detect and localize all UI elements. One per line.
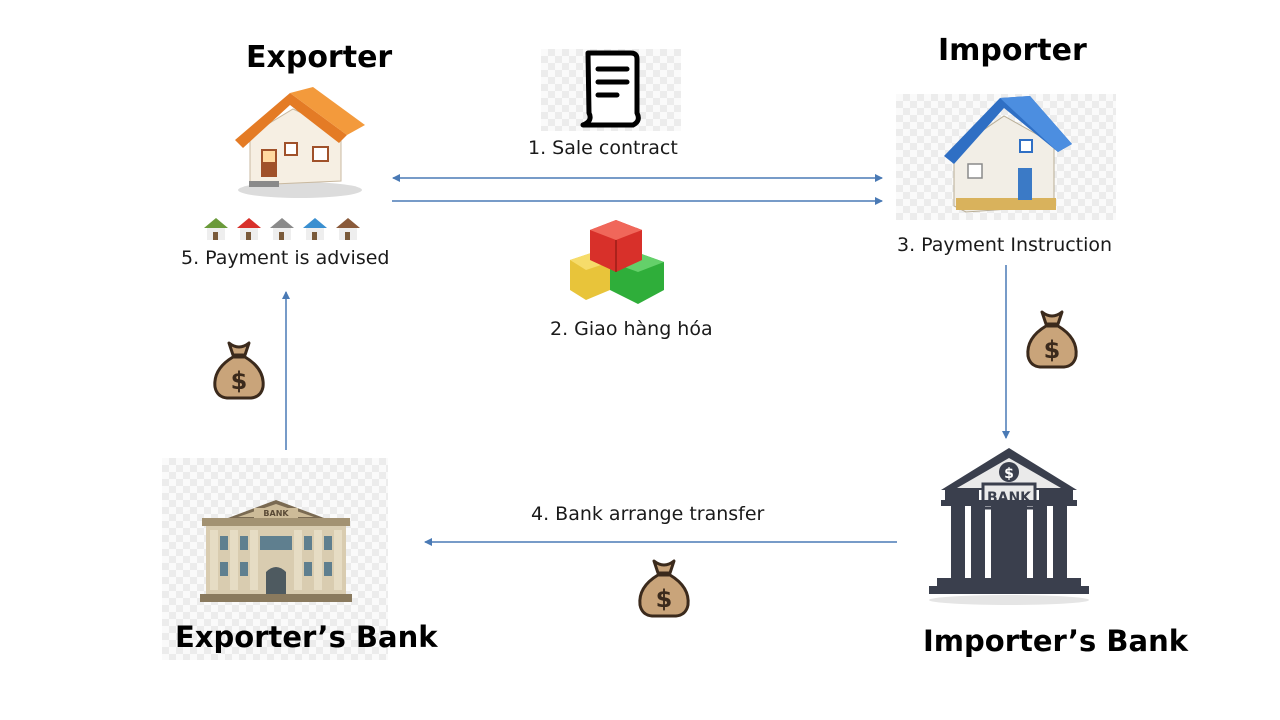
step3-label: 3. Payment Instruction xyxy=(897,234,1113,256)
goods-boxes-icon xyxy=(566,216,666,306)
step4-label: 4. Bank arrange transfer xyxy=(531,503,765,525)
svg-text:$: $ xyxy=(656,585,673,613)
importer-title: Importer xyxy=(938,33,1087,68)
contract-document-icon xyxy=(541,49,681,131)
bank-dollar-icon: $ BANK xyxy=(925,444,1093,608)
money-bag-icon: $ xyxy=(1024,308,1080,370)
step5-label: 5. Payment is advised xyxy=(181,247,390,269)
money-bag-icon: $ xyxy=(636,557,692,619)
small-houses-icon xyxy=(202,216,368,244)
svg-text:$: $ xyxy=(1044,336,1061,364)
house-blue-roof-icon xyxy=(896,94,1116,220)
bank-building-icon: BANK xyxy=(196,496,356,604)
money-bag-icon: $ xyxy=(211,339,267,401)
step1-label: 1. Sale contract xyxy=(528,137,678,159)
step2-label: 2. Giao hàng hóa xyxy=(550,318,713,340)
svg-text:$: $ xyxy=(1004,466,1014,482)
svg-text:$: $ xyxy=(231,367,248,395)
exporter-bank-title: Exporter’s Bank xyxy=(175,620,438,654)
exporter-title: Exporter xyxy=(246,40,393,75)
importer-bank-title: Importer’s Bank xyxy=(923,624,1189,658)
house-orange-roof-icon xyxy=(215,85,365,200)
bank-facade-text: BANK xyxy=(263,509,289,518)
